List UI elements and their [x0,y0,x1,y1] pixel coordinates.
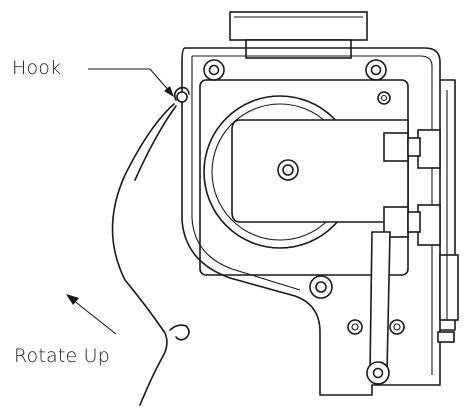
pump-housing [181,47,441,396]
top-connector [229,11,368,59]
rotate-up-arrow [66,294,117,335]
hook-label: Hook [12,57,62,79]
upper-bolt [383,132,421,162]
hook-callout [88,68,174,97]
hook-latch [111,86,190,406]
top-left-screw [203,59,225,81]
top-right-screw [365,59,387,81]
rotor-cover [231,119,409,223]
pivot-screw [309,275,333,299]
tension-lever [366,231,391,385]
small-screw [377,91,391,105]
rotate-up-label: Rotate Up [14,345,111,367]
side-bracket [417,79,459,343]
lower-holes [347,319,405,335]
